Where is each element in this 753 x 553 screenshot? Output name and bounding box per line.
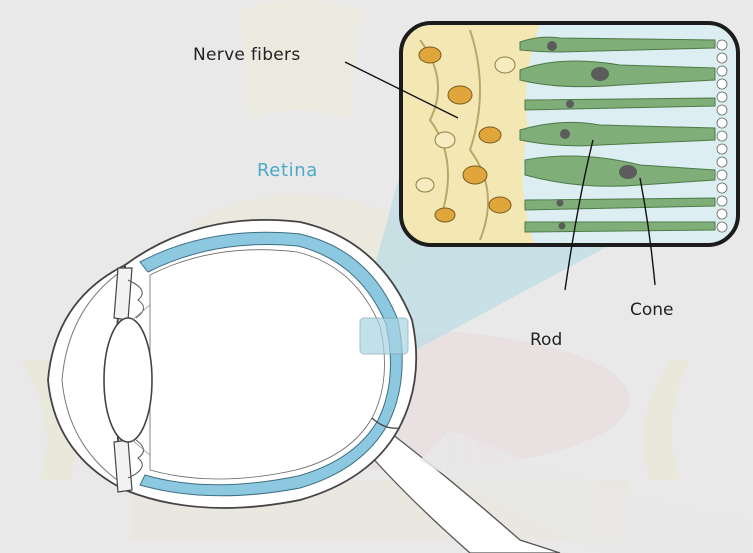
nerve-fibers-label: Nerve fibers: [193, 45, 301, 65]
rod-label: Rod: [530, 330, 562, 350]
cone-label: Cone: [630, 300, 674, 320]
retina-sample-region: [360, 318, 408, 354]
retina-cell-layer-icon: [401, 23, 738, 245]
retina-label: Retina: [257, 160, 318, 181]
